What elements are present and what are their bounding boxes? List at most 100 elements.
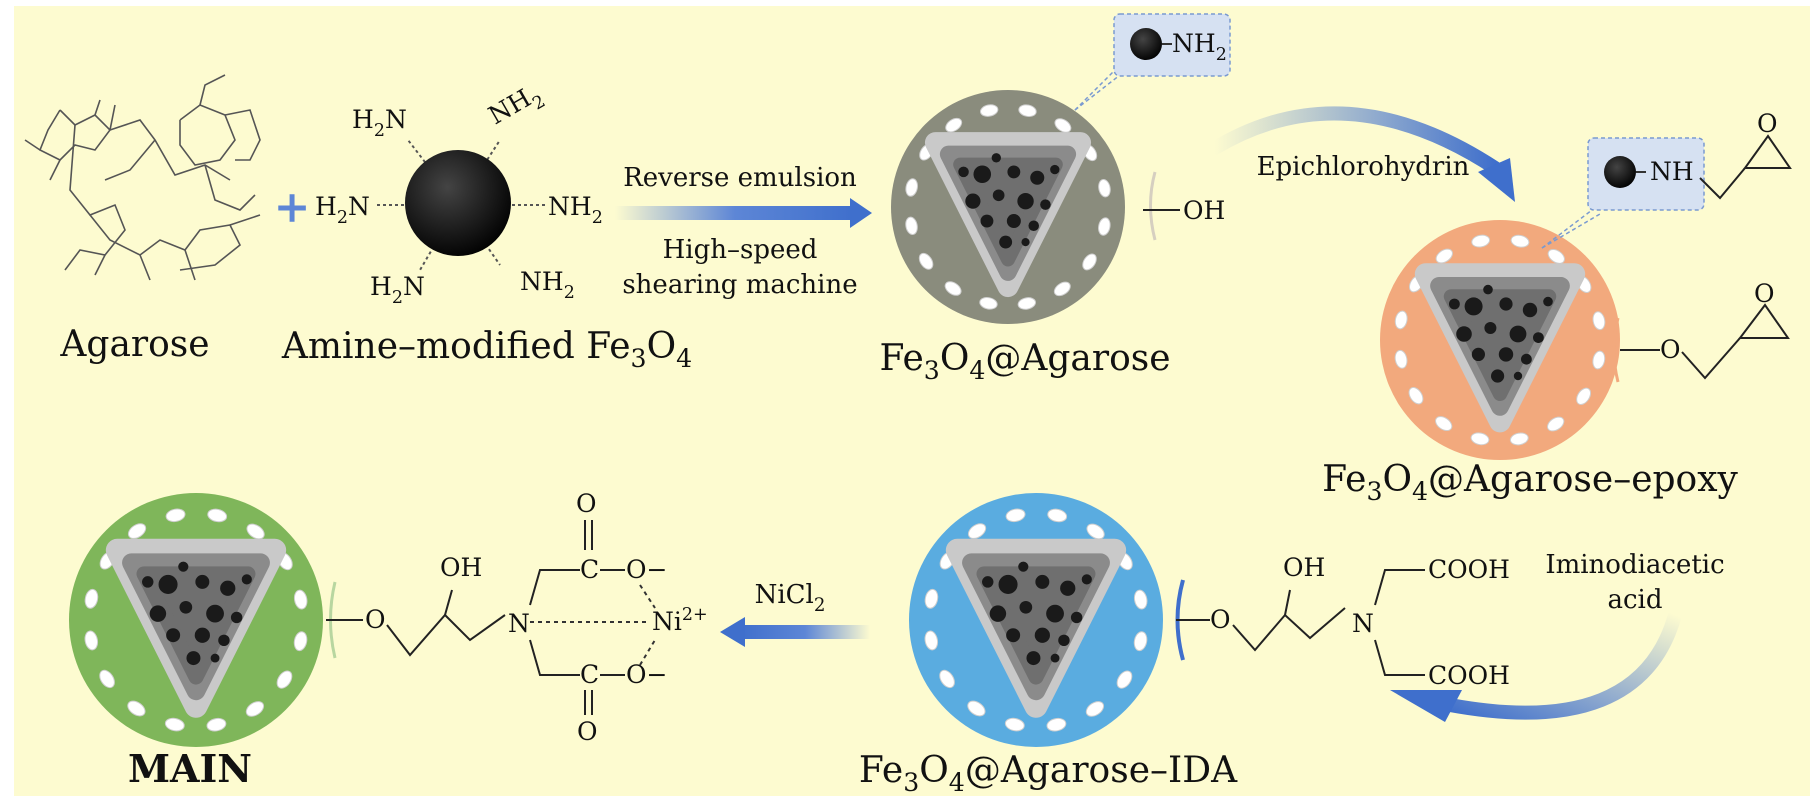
main-oh-label: OH — [440, 553, 482, 582]
shell-pore — [1054, 118, 1072, 133]
nanoparticle-dot — [166, 628, 181, 643]
main-label: MAIN — [128, 746, 252, 791]
shell-pore — [944, 281, 962, 296]
nanoparticle-dot — [999, 235, 1013, 249]
nanoparticle-dot — [965, 193, 981, 209]
nanoparticle-dot — [958, 166, 969, 178]
plus-sign: + — [274, 182, 311, 233]
shell-pore — [1509, 432, 1529, 446]
oh-group-label: OH — [1183, 196, 1225, 225]
shell-pore — [905, 216, 918, 236]
shell-pore — [293, 589, 308, 610]
nanoparticle-dot — [1509, 325, 1527, 343]
shell-pore — [1047, 508, 1068, 523]
nh2-callout — [1074, 13, 1231, 111]
agarose-structure-drawing — [24, 74, 261, 281]
shell-pore — [1116, 670, 1133, 689]
shell-pore — [1470, 432, 1490, 446]
nanoparticle-dot — [1021, 238, 1030, 247]
shell-pore — [1435, 416, 1453, 432]
shell-pore — [164, 717, 185, 732]
nanoparticle-dot — [1030, 170, 1045, 185]
cooh-top-label: COOH — [1428, 555, 1510, 584]
nanoparticle-dot — [1070, 611, 1083, 624]
epoxide-bottom — [1681, 303, 1790, 380]
shell-pore — [918, 252, 934, 270]
fe3o4-agarose-ida-label: Fe3O4@Agarose–IDA — [859, 750, 1238, 797]
nanoparticle-dot — [220, 580, 236, 596]
fe3o4-agarose-epoxy-particle — [1380, 220, 1620, 460]
shell-pore — [207, 508, 228, 523]
nanoparticle-dot — [1513, 371, 1523, 381]
shell-pore — [1133, 631, 1148, 652]
shell-pore — [1046, 717, 1067, 732]
core-matrix — [136, 566, 256, 685]
main-particle — [69, 493, 323, 747]
nanoparticle-dot — [1081, 574, 1092, 585]
nanoparticle-dot — [194, 627, 210, 643]
nanoparticle-dot — [1449, 298, 1460, 310]
magnetic-core-ball — [405, 150, 511, 256]
nh2-bottom-right: NH2 — [520, 267, 575, 303]
arrow-iminodiacetic-acid — [1390, 608, 1682, 722]
shell-pore — [127, 523, 147, 539]
nanoparticle-dot — [1034, 627, 1050, 643]
shell-pore — [246, 523, 265, 540]
fe3o4-agarose-ida-particle — [909, 493, 1163, 747]
shell-pore — [1547, 416, 1565, 432]
ida-n-label: N — [1352, 609, 1374, 638]
h2n-bottom-left: H2N — [370, 272, 425, 308]
nanoparticle-dot — [1060, 580, 1076, 596]
main-oh-bond — [444, 589, 453, 616]
main-o-top: O — [576, 489, 597, 518]
nanoparticle-dot — [991, 153, 1001, 163]
shell-pore — [905, 178, 918, 197]
nanoparticle-dot — [1464, 297, 1483, 316]
core-matrix — [1443, 289, 1557, 401]
shell-pore — [84, 588, 99, 609]
nanoparticle-dot — [1018, 561, 1029, 572]
shell-pore — [945, 117, 963, 133]
nanoparticle-dot — [195, 574, 210, 589]
nanoparticle-dot — [1035, 574, 1050, 589]
high-speed-label: High–speed — [663, 235, 818, 265]
shell-pore — [1082, 253, 1097, 271]
nanoparticle-dot — [998, 574, 1018, 594]
shell-pore — [1576, 387, 1592, 405]
nanoparticle-dot — [982, 576, 994, 588]
shell-pore — [1133, 589, 1148, 610]
nanoparticle-dot — [1017, 192, 1034, 210]
nanoparticle-dot — [1006, 214, 1021, 229]
epoxide-top — [1699, 134, 1792, 200]
shell-pore — [1004, 717, 1025, 732]
ida-arm-bottom — [1374, 639, 1425, 676]
main-o-bottom: O — [577, 717, 598, 746]
shell-pore — [245, 701, 265, 717]
shell-edge-mark-1 — [1149, 171, 1157, 241]
shell-pore — [99, 669, 115, 689]
shell-pore — [206, 717, 227, 732]
core-matrix — [976, 566, 1096, 685]
nanoparticle-dot — [206, 604, 224, 623]
shell-pore — [1394, 310, 1408, 330]
amine-fe3o4-label: Amine–modified Fe3O4 — [281, 326, 692, 373]
nanoparticle-dot — [1498, 347, 1514, 362]
reverse-emulsion-label: Reverse emulsion — [623, 163, 857, 193]
nanoparticle-dot — [1499, 297, 1513, 311]
nanoparticle-dot — [1046, 604, 1064, 623]
shell-pore — [276, 670, 293, 689]
shell-pore — [1592, 311, 1606, 331]
nicl2-label: NiCl2 — [755, 580, 826, 616]
ida-oh-bond — [1284, 589, 1291, 616]
nanoparticle-dot — [149, 605, 167, 622]
fe3o4-agarose-epoxy-label: Fe3O4@Agarose–epoxy — [1322, 459, 1738, 506]
arrow-reverse-emulsion — [615, 198, 872, 228]
shell-pore — [979, 297, 998, 310]
nanoparticle-dot — [158, 574, 178, 594]
shell-pore — [1510, 234, 1530, 248]
nanoparticle-dot — [1040, 199, 1051, 210]
nanoparticle-dot — [1058, 634, 1070, 647]
nh2-right: NH2 — [548, 192, 603, 228]
nanoparticle-dot — [1019, 600, 1033, 614]
nanoparticle-dot — [1484, 322, 1497, 334]
